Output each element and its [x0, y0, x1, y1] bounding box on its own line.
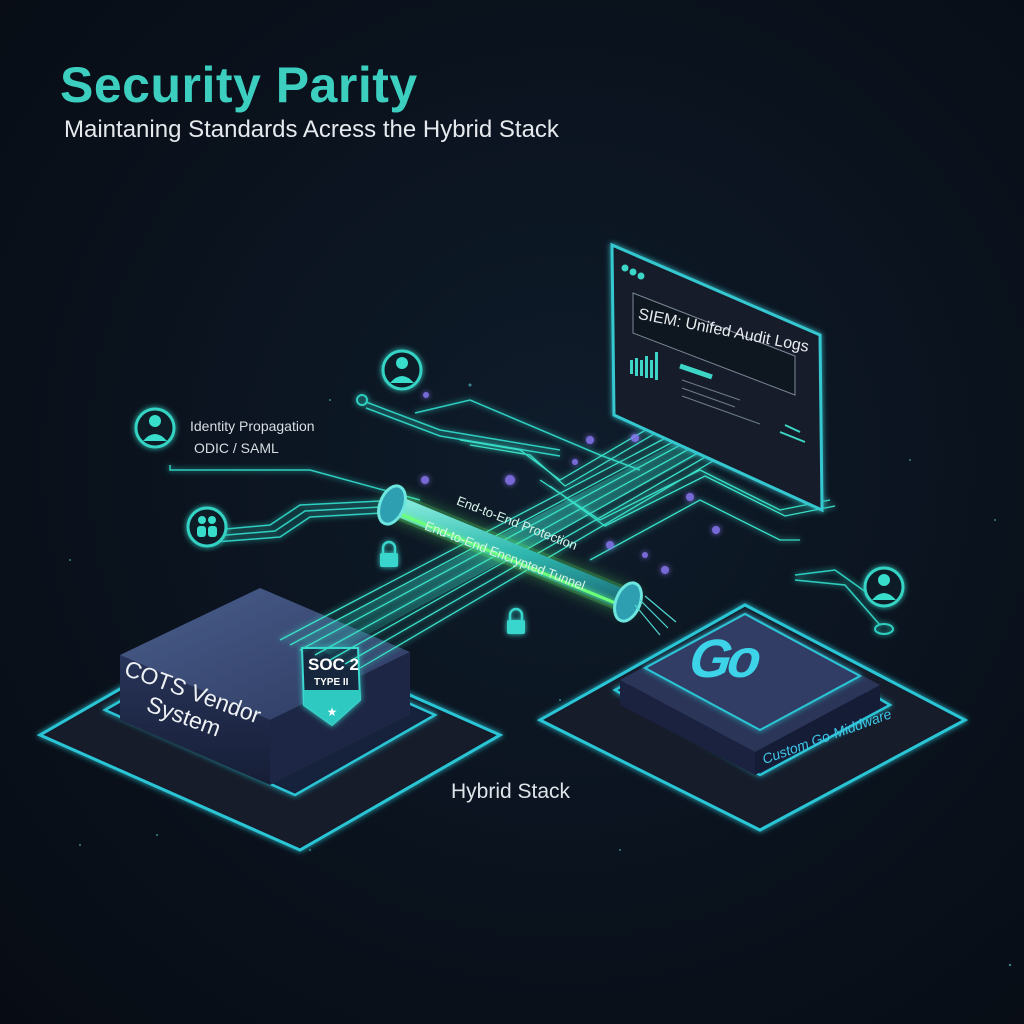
- star-icon: ★: [327, 705, 338, 719]
- lock-icon: [507, 607, 525, 634]
- window-dot: [621, 264, 629, 272]
- soc2-badge-shield: ★: [300, 647, 362, 727]
- soc2-badge-main: SOC 2: [308, 655, 360, 674]
- hybrid-stack-label: Hybrid Stack: [451, 780, 571, 803]
- user-icon: [134, 407, 176, 449]
- page-subtitle: Maintaning Standards Acress the Hybrid S…: [64, 116, 559, 143]
- identity-label-text: Identity Propagation: [190, 418, 315, 434]
- user-icon: [381, 349, 423, 391]
- go-middleware-box: [620, 612, 880, 775]
- user-icon: [863, 566, 905, 608]
- encrypted-tunnel: [377, 484, 677, 636]
- siem-panel: [610, 242, 824, 513]
- group-users-icon: [186, 506, 228, 548]
- window-dot: [637, 272, 645, 280]
- bar-chart-icon: [630, 352, 658, 380]
- window-dot: [629, 268, 637, 276]
- identity-protocol-text: ODIC / SAML: [194, 440, 279, 456]
- lock-icon: [380, 540, 398, 567]
- go-logo: Go: [685, 629, 762, 689]
- soc2-badge-sub: TYPE II: [314, 677, 349, 688]
- identity-propagation-label: Identity Propagation ODIC / SAML: [190, 415, 315, 459]
- identity-traces: [169, 394, 894, 635]
- page-title: Security Parity: [60, 57, 418, 113]
